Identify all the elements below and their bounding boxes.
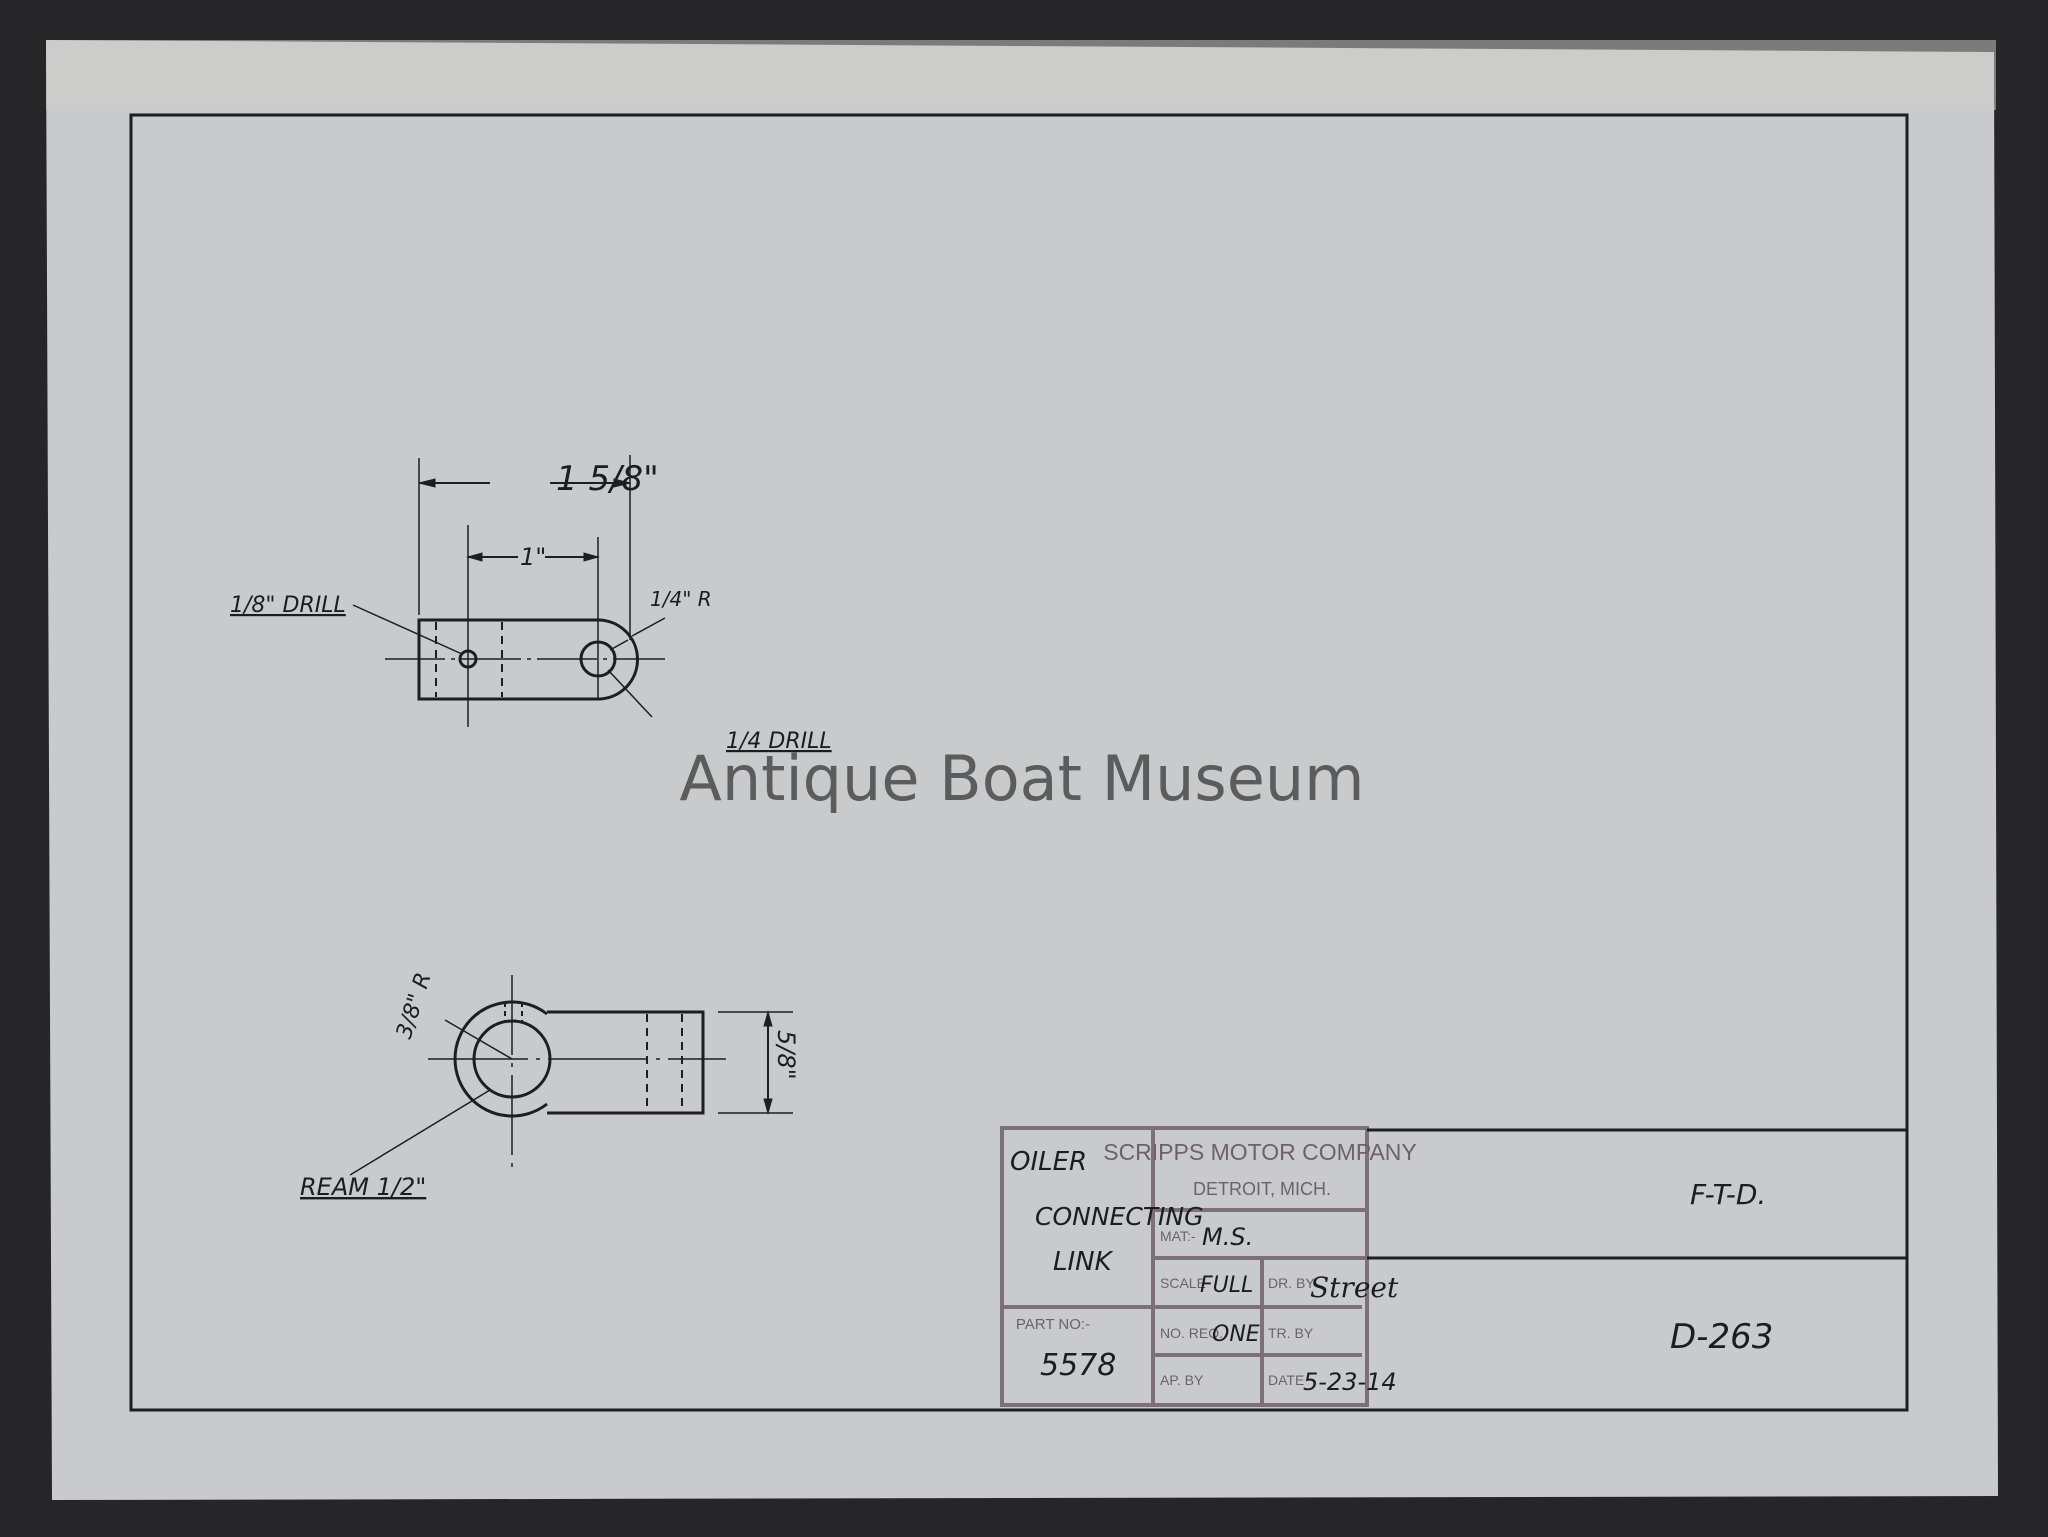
watermark: Antique Boat Museum bbox=[679, 742, 1364, 815]
large-hole-note: 1/4 DRILL bbox=[726, 729, 832, 754]
code-value: F-T-D. bbox=[1690, 1178, 1766, 1211]
ream-note: REAM 1/2" bbox=[300, 1173, 426, 1201]
tr-by-label: TR. BY bbox=[1268, 1325, 1314, 1341]
ap-by-label: AP. BY bbox=[1160, 1372, 1204, 1388]
small-hole-note: 1/8" DRILL bbox=[230, 593, 346, 618]
no-req-value: ONE bbox=[1212, 1322, 1260, 1347]
part-name-line-3: LINK bbox=[1053, 1247, 1114, 1277]
drawing-number: D-263 bbox=[1670, 1317, 1773, 1357]
scale-value: FULL bbox=[1200, 1273, 1253, 1298]
part-name-line-2: CONNECTING bbox=[1035, 1202, 1204, 1231]
end-radius-note: 1/4" R bbox=[650, 587, 712, 611]
dr-by-signature: Street bbox=[1310, 1271, 1399, 1304]
drawing-border bbox=[129, 113, 1909, 1412]
company-location: DETROIT, MICH. bbox=[1193, 1179, 1331, 1199]
no-req-label: NO. REQ. bbox=[1160, 1325, 1223, 1341]
top-view bbox=[352, 455, 666, 727]
center-distance-dim: 1" bbox=[520, 543, 546, 571]
title-block bbox=[1000, 1126, 1907, 1407]
date-label: DATE bbox=[1268, 1372, 1304, 1388]
date-value: 5-23-14 bbox=[1303, 1368, 1397, 1396]
mat-label: MAT:- bbox=[1160, 1228, 1196, 1244]
side-view bbox=[349, 975, 793, 1176]
part-no: 5578 bbox=[1040, 1348, 1116, 1383]
company-name: SCRIPPS MOTOR COMPANY bbox=[1103, 1139, 1417, 1165]
scale-label: SCALE bbox=[1160, 1275, 1206, 1291]
height-dim: 5/8" bbox=[772, 1030, 800, 1080]
dr-by-label: DR. BY bbox=[1268, 1275, 1315, 1291]
paper bbox=[46, 40, 1998, 1500]
part-no-label: PART NO:- bbox=[1016, 1316, 1090, 1333]
overall-length-dim: 1 5/8" bbox=[556, 459, 659, 499]
mat-value: M.S. bbox=[1202, 1223, 1253, 1251]
part-name-line-1: OILER bbox=[1010, 1147, 1087, 1177]
